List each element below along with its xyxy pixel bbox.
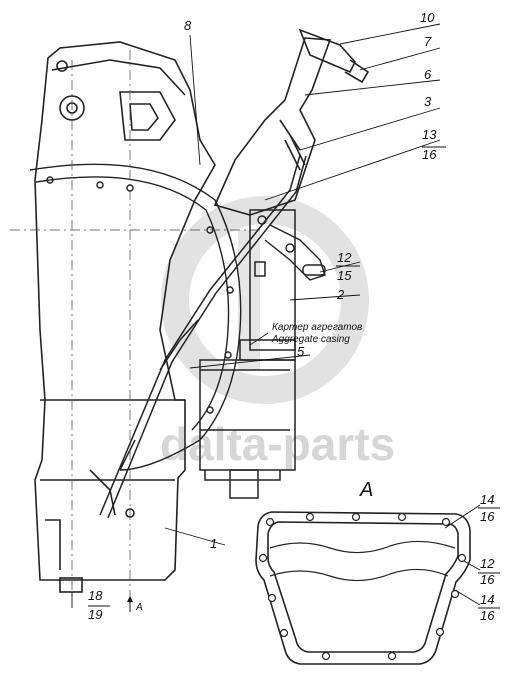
callout-10: 10 bbox=[420, 10, 435, 25]
callout-12-view: 12 bbox=[480, 556, 495, 571]
callout-16: 16 bbox=[422, 147, 437, 162]
callout-labels: 10 7 8 6 3 13 16 12 15 2 5 1 18 19 14 16… bbox=[88, 10, 495, 623]
view-arrow-label: A bbox=[135, 602, 143, 613]
callout-19: 19 bbox=[88, 607, 102, 622]
callout-8: 8 bbox=[184, 18, 192, 33]
callout-14-top: 14 bbox=[480, 492, 494, 507]
callout-14-bottom: 14 bbox=[480, 592, 494, 607]
leader-lines bbox=[71, 23, 481, 612]
callout-16-mid: 16 bbox=[480, 572, 495, 587]
engine-casing bbox=[34, 41, 216, 593]
view-arrow: A bbox=[127, 596, 143, 613]
callout-3: 3 bbox=[424, 94, 432, 109]
callout-12: 12 bbox=[337, 250, 352, 265]
view-a-bolts bbox=[258, 512, 467, 661]
starter-housing bbox=[199, 209, 296, 499]
callout-2: 2 bbox=[336, 287, 345, 302]
caption-ru: Картер агрегатов bbox=[272, 322, 362, 333]
mounting-bracket bbox=[257, 215, 326, 281]
callout-underlines bbox=[88, 146, 500, 609]
callout-6: 6 bbox=[424, 67, 432, 82]
callout-5: 5 bbox=[297, 344, 305, 359]
view-a-cover bbox=[255, 511, 471, 665]
dipstick-tube bbox=[99, 154, 307, 519]
caption-en: Aggregate casing bbox=[271, 334, 350, 345]
watermark-text: dalta-parts bbox=[160, 418, 395, 470]
callout-7: 7 bbox=[424, 34, 432, 49]
callout-1: 1 bbox=[210, 536, 217, 551]
callout-13: 13 bbox=[422, 127, 437, 142]
callout-15: 15 bbox=[337, 268, 352, 283]
oil-filler-neck bbox=[213, 28, 370, 216]
center-lines bbox=[10, 50, 260, 600]
callout-16-top: 16 bbox=[480, 509, 495, 524]
callout-16-bottom: 16 bbox=[480, 608, 495, 623]
aggregate-caption: Картер агрегатов Aggregate casing bbox=[249, 322, 362, 346]
callout-18: 18 bbox=[88, 588, 103, 603]
view-a-title: A bbox=[359, 479, 373, 501]
flywheel-housing bbox=[29, 163, 242, 471]
